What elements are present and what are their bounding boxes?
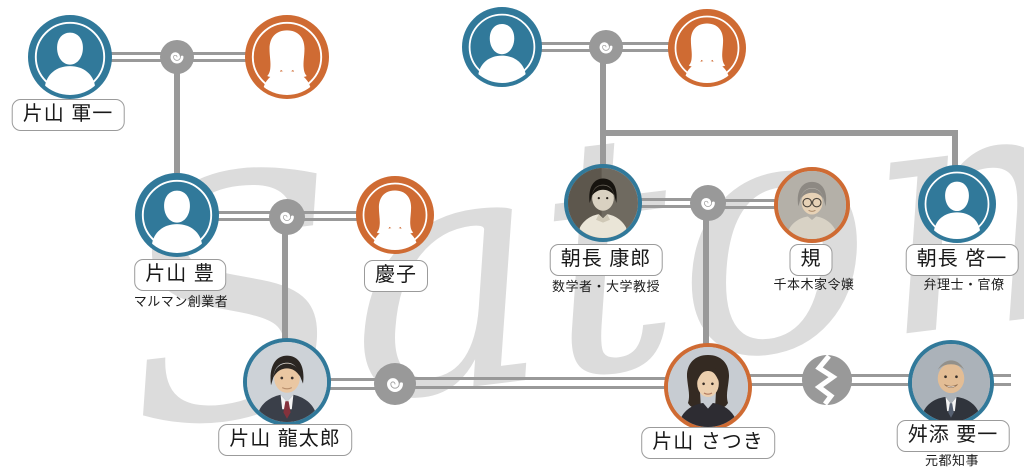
name-label-nori[interactable]: 規 (789, 244, 833, 276)
marriage-line (213, 211, 273, 221)
name-label-yutaka[interactable]: 片山 豊 (134, 259, 226, 291)
male-silhouette-icon (466, 11, 538, 83)
avatar-katayama-gunichi[interactable] (28, 15, 112, 99)
sibling-branch-line (600, 130, 958, 136)
name-label-ryutaro[interactable]: 片山 龍太郎 (218, 424, 352, 456)
female-silhouette-icon (360, 180, 430, 250)
name-label-yasuro[interactable]: 朝長 康郎 (549, 244, 663, 276)
male-silhouette-icon (922, 169, 992, 239)
name-label-satsuki[interactable]: 片山 さつき (641, 427, 775, 459)
marriage-icon (269, 199, 305, 235)
marriage-line (326, 378, 378, 390)
marriage-line (104, 52, 166, 62)
marriage-icon (690, 185, 726, 221)
avatar-tomonaga-keiichi[interactable] (918, 165, 996, 243)
ryutaro-portrait-photo (247, 342, 327, 422)
marriage-knot-symbol (690, 185, 726, 221)
divorce-line (848, 374, 912, 386)
subtitle-keiichi: 弁理士・官僚 (923, 277, 1005, 292)
marriage-line (188, 52, 250, 62)
name-label-gunichi[interactable]: 片山 軍一 (11, 99, 125, 131)
marriage-line (301, 211, 361, 221)
male-silhouette-icon (139, 177, 215, 253)
marriage-knot-symbol (374, 363, 416, 405)
avatar-tomonaga-mother[interactable] (668, 9, 746, 87)
divorce-line (748, 374, 806, 386)
parent-child-line (952, 130, 958, 170)
masuzoe-portrait-photo (912, 344, 990, 422)
avatar-tomonaga-yasuro[interactable] (564, 164, 642, 242)
line-stub-right (991, 374, 1011, 386)
marriage-knot-symbol (160, 40, 194, 74)
subtitle-masuzoe: 元都知事 (924, 453, 980, 468)
nori-portrait-photo (778, 171, 846, 239)
female-silhouette-icon (672, 13, 742, 83)
marriage-knot-symbol (589, 30, 623, 64)
avatar-masuzoe-yoichi[interactable] (908, 340, 994, 426)
marriage-knot-symbol (269, 199, 305, 235)
satsuki-portrait-photo (668, 347, 748, 427)
avatar-tomonaga-father[interactable] (462, 7, 542, 87)
avatar-katayama-satsuki[interactable] (664, 343, 752, 431)
parent-child-line (174, 57, 180, 177)
parent-child-line (282, 217, 288, 343)
subtitle-nori: 千本木家令嬢 (773, 277, 855, 292)
divorce-break-symbol (802, 355, 852, 405)
subtitle-yutaka: マルマン創業者 (133, 294, 229, 309)
yasuro-portrait-photo (568, 168, 638, 238)
avatar-katayama-yutaka[interactable] (135, 173, 219, 257)
svg-text:Satomi: Satomi (98, 0, 1024, 476)
marriage-icon (160, 40, 194, 74)
marriage-line (638, 198, 693, 208)
marriage-line (538, 42, 592, 52)
marriage-icon (374, 363, 416, 405)
marriage-line (412, 377, 668, 389)
marriage-line (723, 199, 777, 209)
male-silhouette-icon (32, 19, 108, 95)
parent-child-line (703, 203, 709, 349)
avatar-keiko[interactable] (356, 176, 434, 254)
name-label-keiichi[interactable]: 朝長 啓一 (905, 244, 1019, 276)
name-label-keiko[interactable]: 慶子 (364, 260, 428, 292)
parent-child-line (600, 47, 606, 169)
name-label-masuzoe[interactable]: 舛添 要一 (896, 420, 1010, 452)
avatar-katayama-ryutaro[interactable] (243, 338, 331, 426)
female-silhouette-icon (249, 19, 325, 95)
avatar-gunichi-wife[interactable] (245, 15, 329, 99)
marriage-line (620, 42, 672, 52)
divorce-icon (802, 355, 852, 405)
marriage-icon (589, 30, 623, 64)
avatar-nori[interactable] (774, 167, 850, 243)
subtitle-yasuro: 数学者・大学教授 (551, 279, 661, 294)
